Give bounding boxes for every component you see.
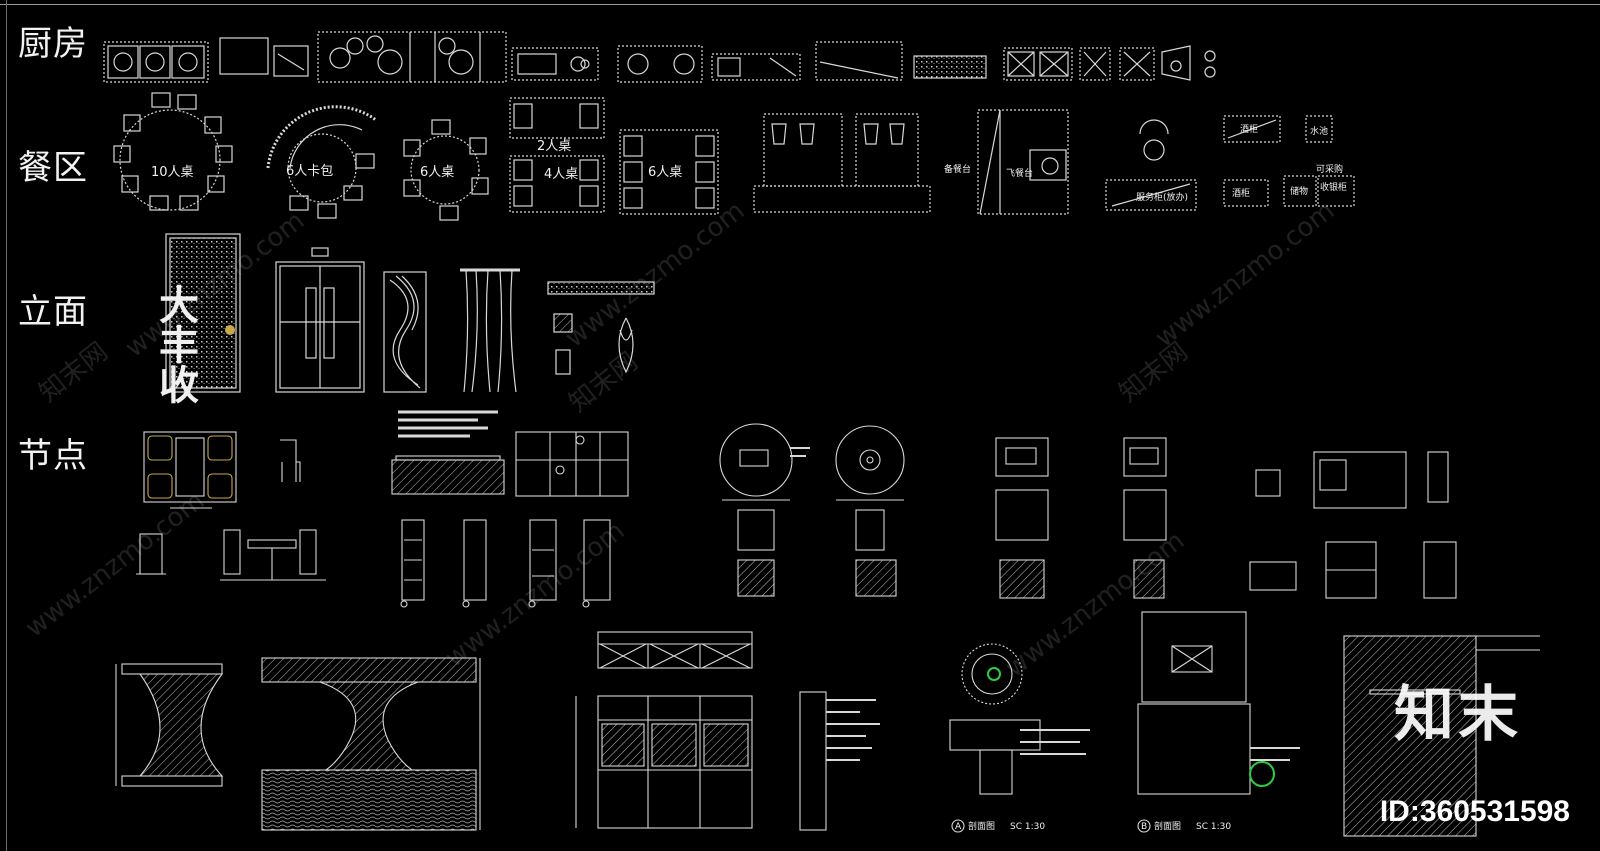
wall-lamp-detail <box>553 313 634 375</box>
section-detail-label: 节点 <box>18 436 88 476</box>
kitchen-counter <box>815 41 903 81</box>
detail-row-1 <box>136 410 1457 608</box>
cashier <box>1105 119 1197 211</box>
label-bar: 备餐台 <box>944 163 971 175</box>
section-b-title: 剖面图 <box>1154 820 1181 832</box>
table-2-4-seat <box>509 97 605 213</box>
label-cabinet-top: 酒柜 <box>1240 123 1258 135</box>
service-station <box>977 109 1069 215</box>
double-door <box>275 247 365 393</box>
section-captions: A 剖面图 SC 1:30 B 剖面图 SC 1:30 <box>955 820 1231 832</box>
section-a-title: 剖面图 <box>968 820 995 832</box>
label-cabinet-r: 水池 <box>1310 125 1328 137</box>
label-misc2: 酒柜 <box>1232 187 1250 199</box>
plaque-glyph: 大丰收 <box>152 284 199 404</box>
table-6-rect <box>619 129 719 215</box>
section-b-scale: SC 1:30 <box>1196 822 1231 832</box>
mark-b: B <box>1141 822 1147 832</box>
detail-row-2 <box>115 611 1540 837</box>
kitchen-sink-panel <box>219 37 269 75</box>
round-section-a <box>949 643 1090 833</box>
kitchen-row <box>103 31 1216 83</box>
dish-cabinets <box>1003 45 1216 81</box>
chair-side <box>136 533 166 575</box>
grill <box>617 45 703 83</box>
curtain <box>460 268 520 393</box>
asset-id: ID:360531598 <box>1379 795 1570 828</box>
label-misc1: 可采购 <box>1316 163 1343 175</box>
dining-set-elevation <box>220 529 326 581</box>
label-stage: 飞餐台 <box>1006 167 1033 179</box>
booth-6-seat <box>266 105 377 219</box>
mark-a: A <box>955 822 962 832</box>
cabinet-elevation <box>515 431 629 497</box>
pedestal-front <box>115 663 224 787</box>
round-table-a <box>719 423 810 597</box>
pedestal-table-elevation <box>261 657 481 831</box>
bar-counter-elevation <box>391 410 505 495</box>
carved-panel <box>383 271 427 393</box>
cabinet-sections <box>400 519 611 608</box>
stove-block-1 <box>103 41 209 83</box>
drawing-frame-top <box>0 4 1600 5</box>
label-service: 服务柜(放办) <box>1136 191 1188 203</box>
label-table-10: 10人桌 <box>151 165 194 180</box>
drawing-frame-left <box>6 0 7 851</box>
wine-rack-elevation <box>575 631 753 829</box>
label-table-6: 6人桌 <box>420 165 454 180</box>
elevation-row <box>165 233 655 393</box>
kitchen-sink-small <box>273 45 309 77</box>
booth-bench <box>753 113 931 213</box>
chair-elevation <box>280 439 301 482</box>
pedestal-details <box>995 437 1167 599</box>
small-cabinets <box>1249 451 1457 599</box>
table-10-seat <box>113 92 233 211</box>
storage-units <box>1223 115 1355 207</box>
label-table-4: 4人桌 <box>544 167 578 182</box>
label-booth-6: 6人卡包 <box>286 164 333 179</box>
steamer <box>511 47 599 81</box>
cabinet-section-tall <box>799 691 880 831</box>
round-table-b <box>835 425 905 597</box>
square-section-b <box>1137 611 1300 833</box>
label-misc4: 收银柜 <box>1320 181 1347 193</box>
wall-strip <box>547 281 655 295</box>
wok-range <box>317 31 507 83</box>
fryer <box>711 53 801 81</box>
dining-labels: 10人桌 6人卡包 6人桌 2人桌 4人桌 6人桌 备餐台 飞餐台 服务柜(放办… <box>151 123 1347 203</box>
kitchen-rack <box>913 55 987 79</box>
section-a-scale: SC 1:30 <box>1010 822 1045 832</box>
dining-row <box>113 92 1355 221</box>
brand-logo: 知末 <box>1394 680 1522 750</box>
plaque-screen <box>165 233 241 393</box>
label-table-2: 2人桌 <box>537 139 571 154</box>
table-6-seat <box>403 119 489 221</box>
label-misc3: 储物 <box>1290 185 1308 197</box>
section-dining-label: 餐区 <box>18 148 88 188</box>
label-table-6b: 6人桌 <box>648 165 682 180</box>
section-elevation-label: 立面 <box>18 292 88 332</box>
dining-set-plan <box>143 431 237 509</box>
plaque-text: 大丰收 <box>152 284 199 404</box>
partition-elevation <box>1343 635 1540 837</box>
section-kitchen-label: 厨房 <box>18 24 88 64</box>
